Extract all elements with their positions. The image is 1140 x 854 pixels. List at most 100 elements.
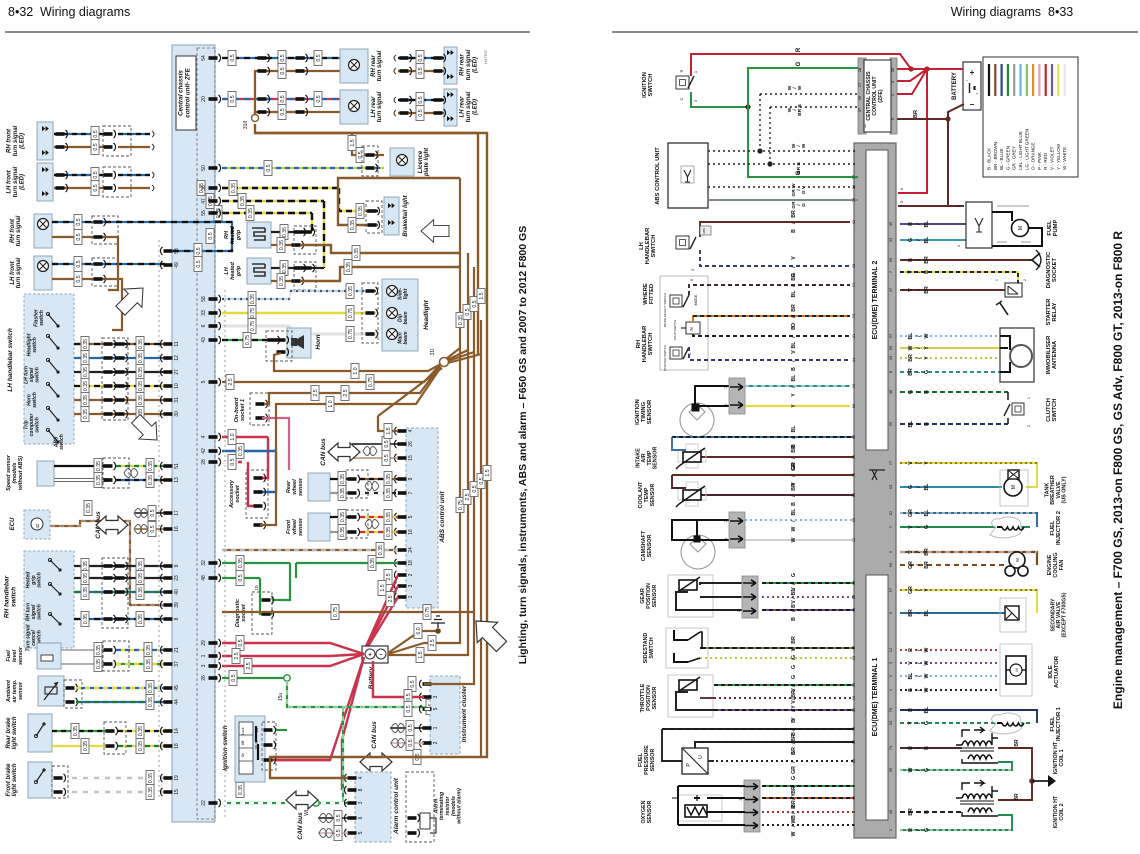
svg-text:grip: grip bbox=[236, 229, 242, 241]
svg-text:SENSOR: SENSOR bbox=[652, 585, 658, 608]
svg-text:1.5: 1.5 bbox=[418, 651, 424, 658]
svg-text:CAMSHAFT: CAMSHAFT bbox=[641, 530, 647, 561]
svg-text:33: 33 bbox=[201, 310, 207, 316]
svg-text:0.75: 0.75 bbox=[425, 607, 431, 617]
svg-text:FAN: FAN bbox=[1059, 560, 1065, 571]
svg-text:IMMOBILISER: IMMOBILISER bbox=[1046, 335, 1052, 374]
svg-text:42: 42 bbox=[201, 448, 207, 454]
svg-text:0.35: 0.35 bbox=[231, 183, 237, 193]
svg-text:V: V bbox=[791, 482, 797, 486]
svg-text:B: B bbox=[924, 422, 930, 426]
svg-text:RH rear: RH rear bbox=[460, 54, 466, 76]
svg-text:3: 3 bbox=[433, 695, 439, 698]
svg-text:0.5: 0.5 bbox=[418, 54, 424, 61]
svg-text:0.35: 0.35 bbox=[83, 561, 89, 571]
svg-text:/: / bbox=[791, 266, 797, 268]
svg-text:FITTED: FITTED bbox=[649, 284, 655, 304]
svg-text:Y: Y bbox=[791, 717, 797, 721]
svg-text:turn signal: turn signal bbox=[377, 50, 383, 81]
svg-text:2.5: 2.5 bbox=[234, 652, 240, 659]
svg-text:47: 47 bbox=[888, 287, 893, 292]
svg-text:1.5: 1.5 bbox=[485, 469, 491, 476]
svg-text:10: 10 bbox=[174, 383, 180, 389]
svg-text:64: 64 bbox=[851, 594, 856, 599]
svg-text:G: G bbox=[791, 776, 797, 780]
svg-text:Engine management – F700 GS, 2: Engine management – F700 GS, 2013-on F80… bbox=[1111, 231, 1125, 710]
svg-text:turn signal: turn signal bbox=[16, 257, 22, 288]
svg-text:B - BLACK: B - BLACK bbox=[987, 147, 992, 170]
svg-text:/: / bbox=[792, 109, 798, 111]
svg-text:U: U bbox=[698, 755, 704, 759]
svg-text:SENSOR: SENSOR bbox=[653, 447, 659, 470]
svg-text:BL - BLUE: BL - BLUE bbox=[999, 148, 1004, 170]
svg-text:Horn: Horn bbox=[26, 394, 32, 406]
svg-text:LH rear: LH rear bbox=[460, 96, 466, 118]
svg-text:Brake/tail light: Brake/tail light bbox=[403, 194, 409, 236]
svg-text:/: / bbox=[916, 371, 922, 373]
svg-text:58: 58 bbox=[201, 296, 207, 302]
svg-text:0.35: 0.35 bbox=[240, 196, 246, 206]
svg-text:0.35: 0.35 bbox=[138, 573, 144, 583]
svg-text:MODE SELECT SWITCH: MODE SELECT SWITCH bbox=[663, 293, 667, 327]
svg-text:0.35: 0.35 bbox=[216, 208, 222, 218]
svg-text:R - RED: R - RED bbox=[1043, 152, 1048, 170]
svg-text:50: 50 bbox=[201, 165, 207, 171]
svg-text:0.75: 0.75 bbox=[458, 500, 464, 510]
svg-text:6.0: 6.0 bbox=[416, 627, 422, 634]
svg-text:GR: GR bbox=[908, 561, 914, 569]
svg-text:/: / bbox=[916, 612, 922, 614]
svg-text:BR: BR bbox=[908, 368, 914, 376]
svg-text:/: / bbox=[791, 610, 797, 612]
svg-text:17: 17 bbox=[174, 510, 180, 516]
svg-text:15: 15 bbox=[408, 455, 414, 461]
svg-text:1: 1 bbox=[201, 654, 207, 657]
svg-text:21: 21 bbox=[174, 647, 180, 653]
svg-text:CONTROL UNIT: CONTROL UNIT bbox=[872, 76, 878, 116]
svg-text:55: 55 bbox=[201, 210, 207, 216]
svg-text:W: W bbox=[791, 831, 797, 836]
svg-text:switch: switch bbox=[37, 572, 43, 588]
svg-text:2.5: 2.5 bbox=[430, 639, 436, 646]
svg-text:0.35: 0.35 bbox=[238, 446, 244, 456]
svg-text:MODE: MODE bbox=[694, 294, 698, 305]
svg-text:0.5: 0.5 bbox=[472, 300, 478, 307]
svg-text:BR: BR bbox=[924, 256, 930, 264]
svg-text:79: 79 bbox=[888, 707, 893, 712]
svg-text:16: 16 bbox=[408, 529, 414, 535]
svg-text:3: 3 bbox=[738, 798, 743, 801]
svg-text:0.5: 0.5 bbox=[358, 151, 364, 158]
svg-text:terminating: terminating bbox=[439, 791, 445, 820]
svg-text:RH turn: RH turn bbox=[26, 603, 32, 621]
svg-text:62: 62 bbox=[888, 510, 893, 515]
svg-text:3: 3 bbox=[736, 609, 741, 612]
svg-text:1: 1 bbox=[851, 810, 856, 813]
svg-text:0.5: 0.5 bbox=[76, 233, 82, 240]
svg-text:49: 49 bbox=[888, 809, 893, 814]
svg-text:GR: GR bbox=[791, 462, 797, 470]
svg-text:/: / bbox=[916, 486, 922, 488]
svg-text:0.35: 0.35 bbox=[238, 558, 244, 568]
svg-text:0.35: 0.35 bbox=[138, 367, 144, 377]
svg-text:0.5: 0.5 bbox=[280, 54, 286, 61]
svg-text:BL: BL bbox=[924, 220, 930, 228]
svg-text:Accessory: Accessory bbox=[229, 479, 235, 509]
svg-text:GR: GR bbox=[908, 586, 914, 594]
svg-text:RH rear: RH rear bbox=[371, 55, 377, 77]
svg-text:BL: BL bbox=[791, 374, 797, 382]
svg-text:O - ORANGE: O - ORANGE bbox=[1031, 142, 1036, 170]
svg-text:BR: BR bbox=[791, 210, 797, 218]
svg-text:SENSOR: SENSOR bbox=[652, 687, 658, 710]
svg-text:G: G bbox=[796, 170, 802, 175]
svg-text:0.35: 0.35 bbox=[138, 381, 144, 391]
svg-text:2.5: 2.5 bbox=[246, 662, 252, 669]
svg-text:/: / bbox=[791, 825, 797, 827]
svg-text:53: 53 bbox=[888, 484, 893, 489]
svg-text:31I: 31I bbox=[430, 349, 436, 356]
svg-text:BL: BL bbox=[791, 341, 797, 349]
svg-text:3: 3 bbox=[693, 99, 698, 102]
svg-text:switch: switch bbox=[11, 587, 18, 607]
svg-text:LH front: LH front bbox=[7, 169, 13, 193]
svg-text:0.35: 0.35 bbox=[138, 726, 144, 736]
svg-text:16: 16 bbox=[851, 695, 856, 700]
svg-text:/: / bbox=[791, 698, 797, 700]
